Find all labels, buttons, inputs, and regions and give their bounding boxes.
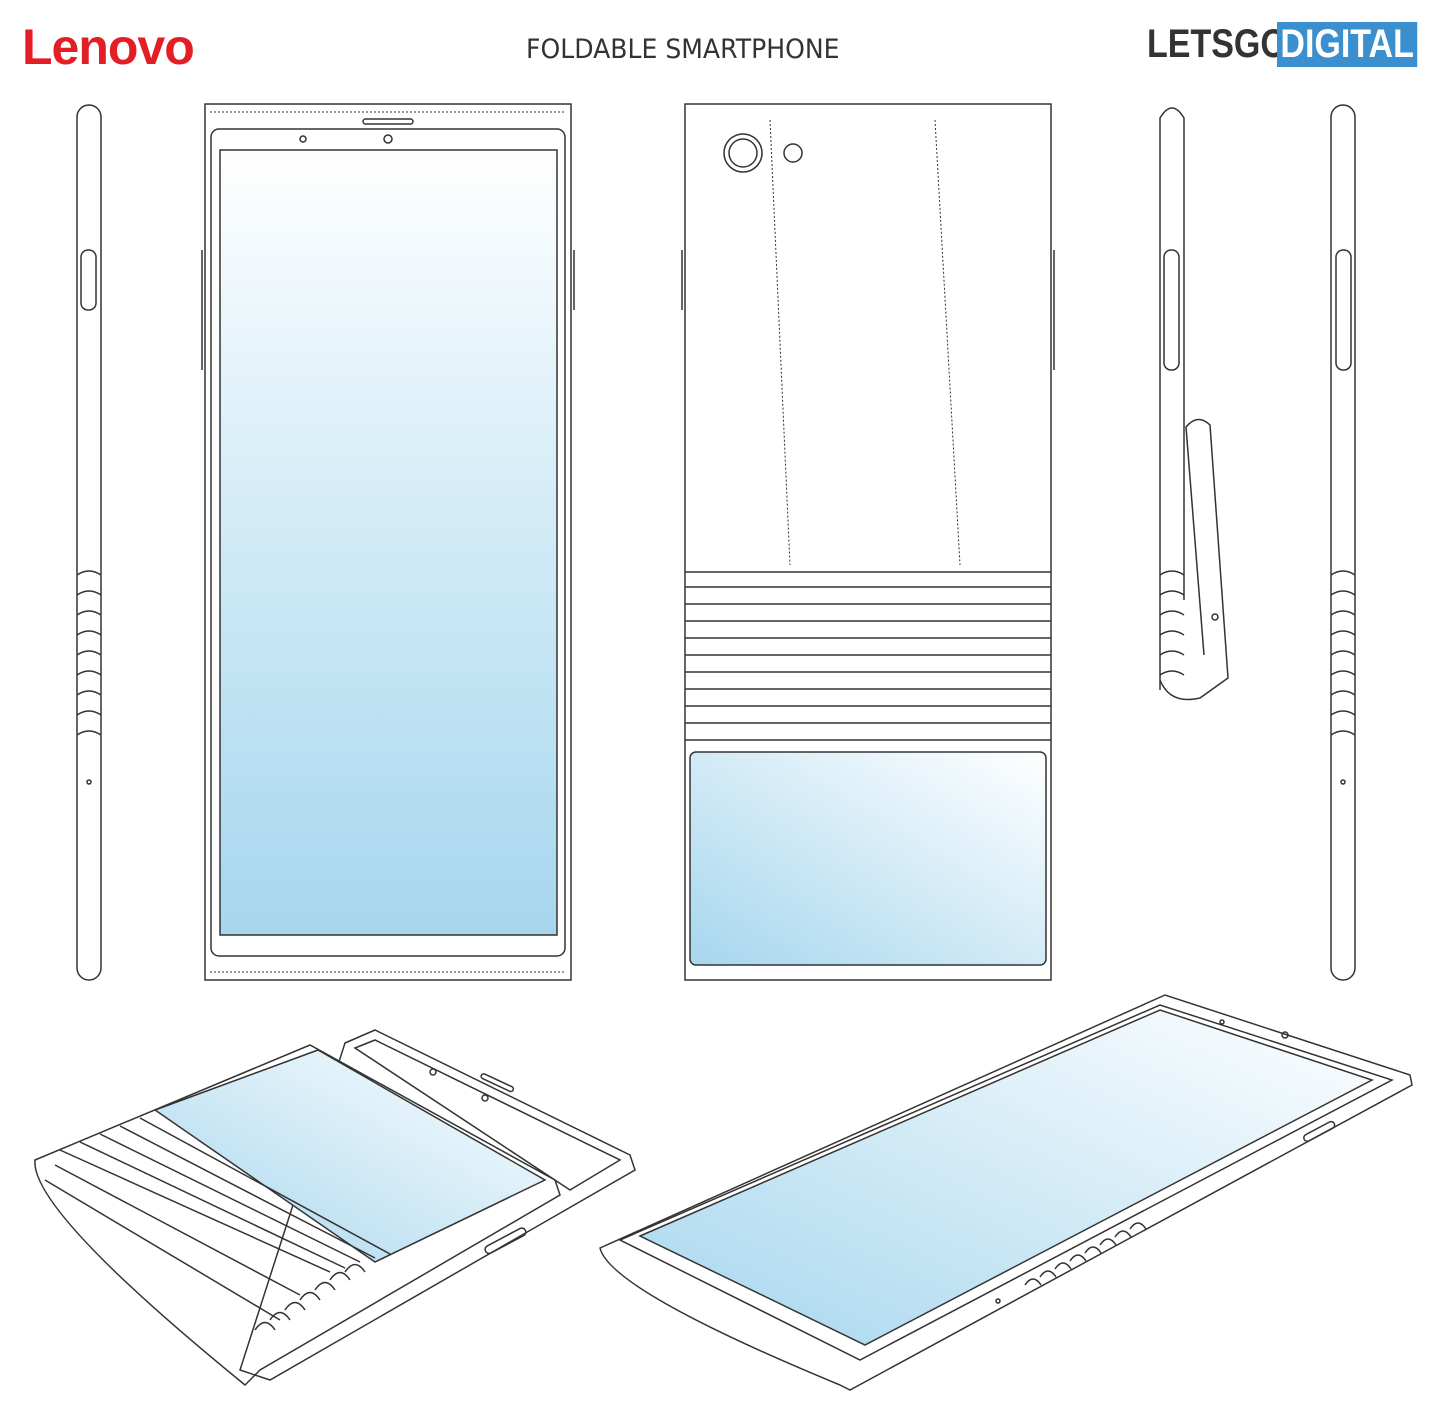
back-view bbox=[682, 104, 1054, 980]
side-view-right bbox=[1331, 105, 1355, 980]
front-view bbox=[202, 104, 574, 980]
side-view-folded bbox=[1160, 108, 1228, 700]
perspective-view-flat bbox=[600, 995, 1412, 1390]
side-view-left bbox=[77, 105, 101, 980]
perspective-view-folded bbox=[35, 1030, 635, 1385]
